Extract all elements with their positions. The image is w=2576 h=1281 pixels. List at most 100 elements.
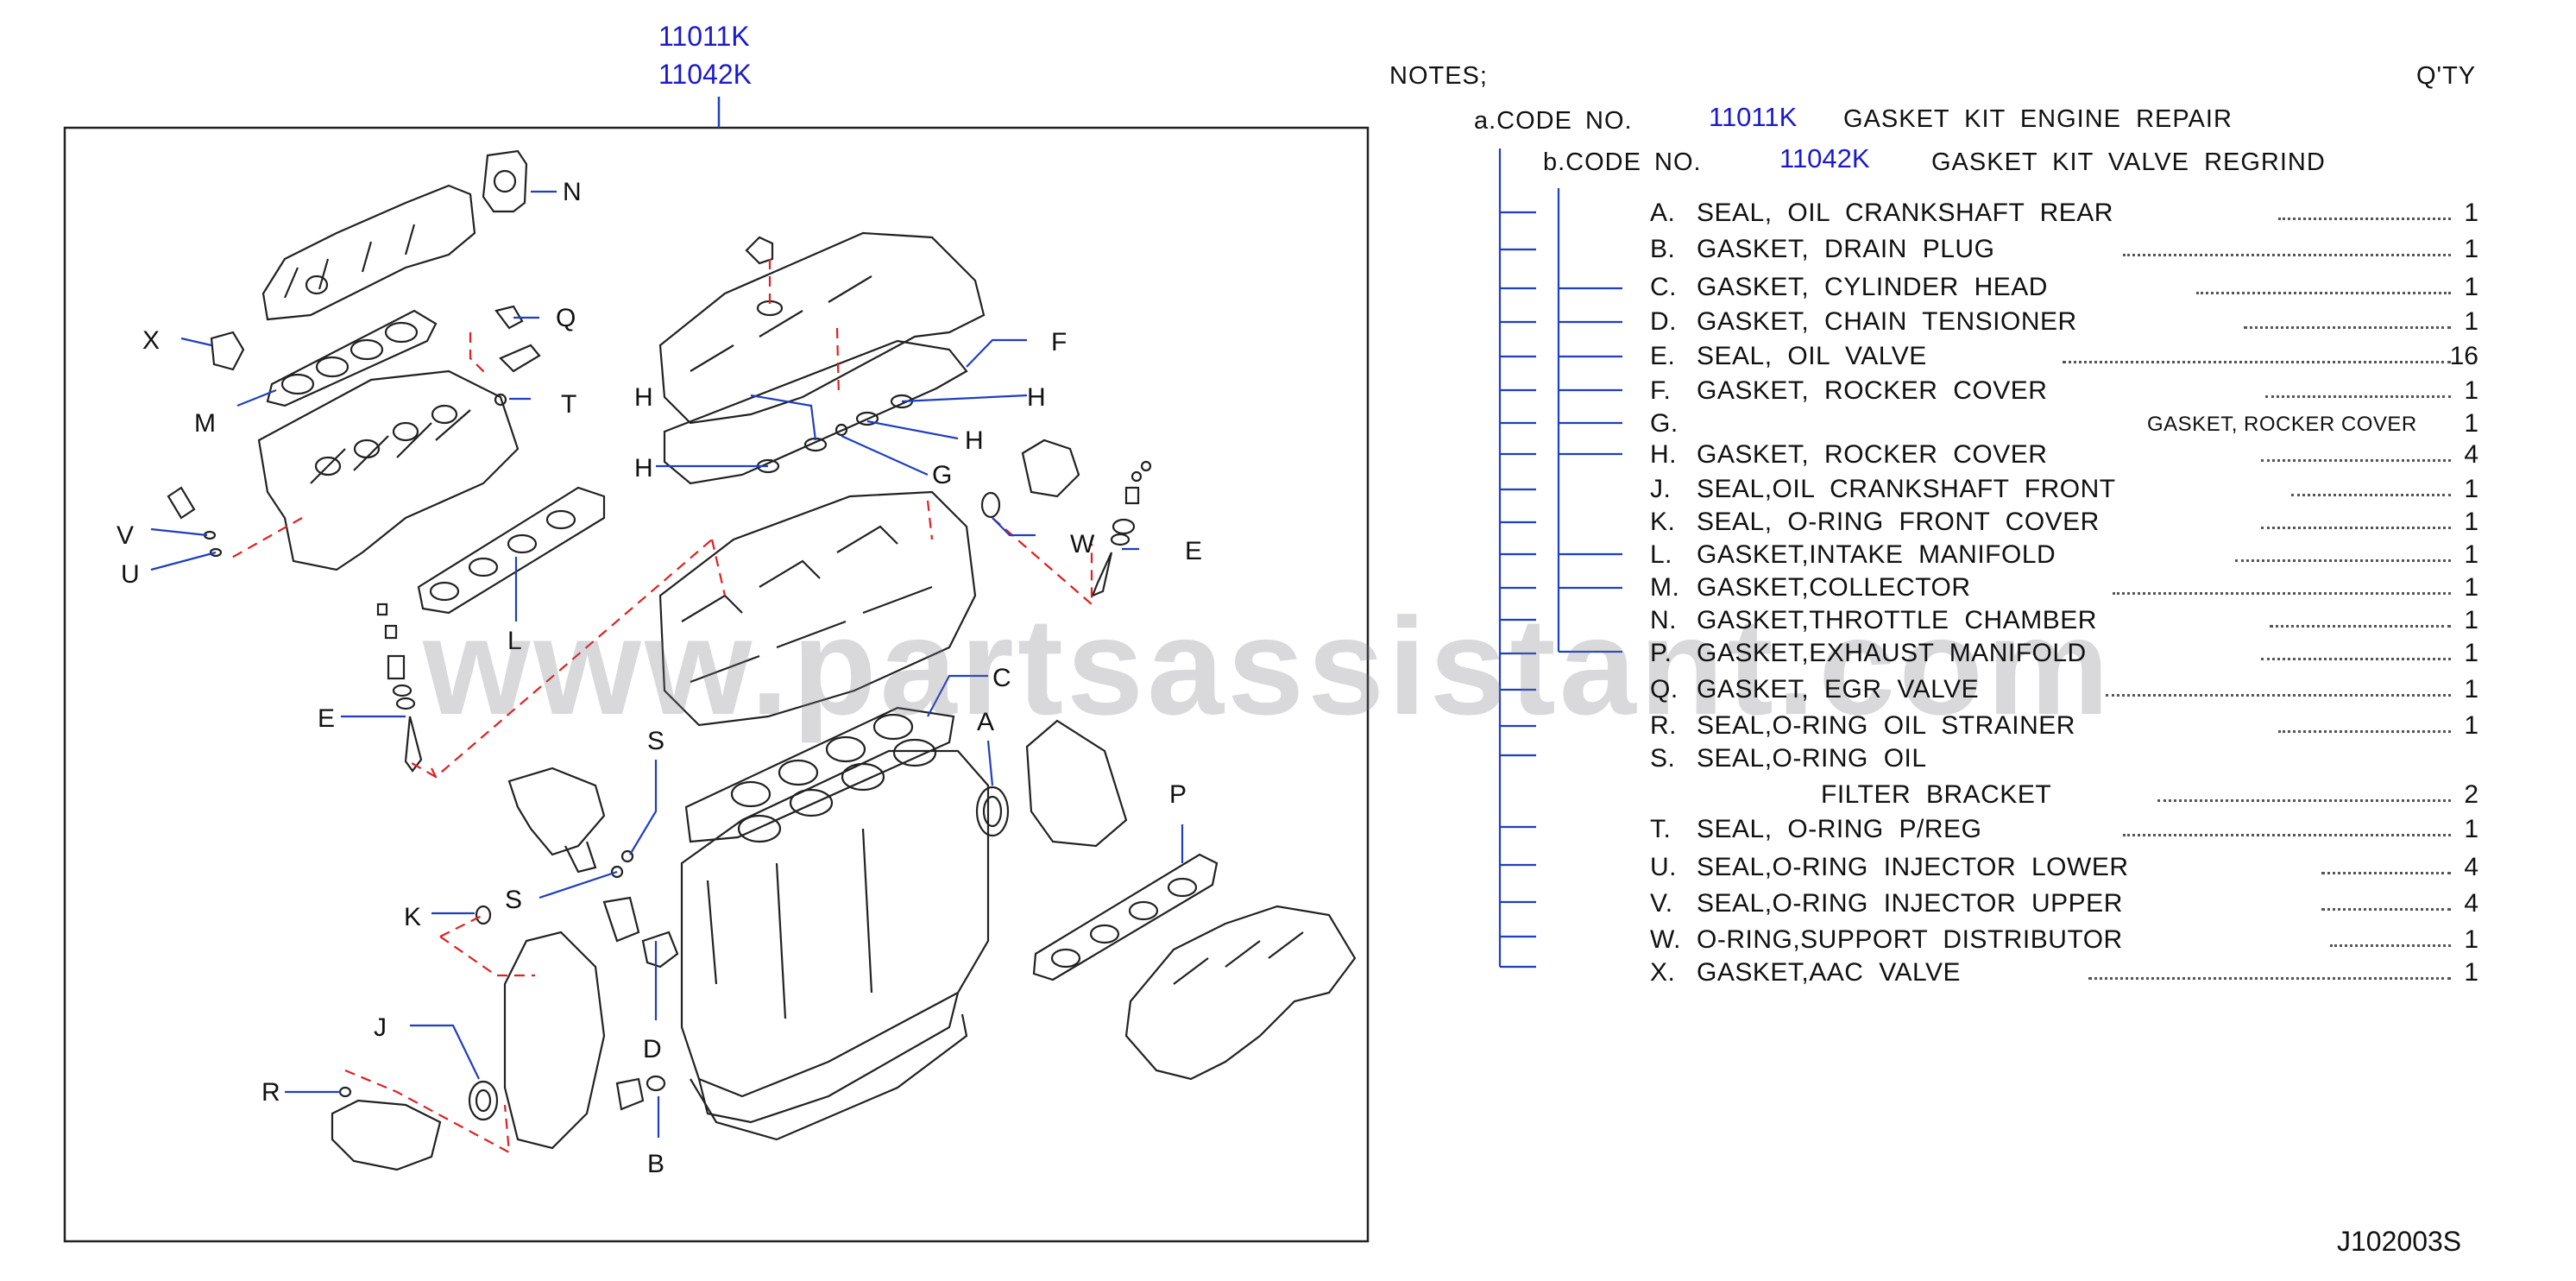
item-name-h: GASKET, ROCKER COVER: [1697, 440, 2048, 469]
collector-gasket-part: [266, 309, 438, 407]
item-letter-e: E.: [1650, 342, 1676, 370]
notes-tree-lines: [1498, 148, 1622, 969]
front-seal-part: [468, 1080, 499, 1121]
code-b-prefix: b.CODE NO.: [1543, 148, 1702, 176]
item-name-d: GASKET, CHAIN TENSIONER: [1697, 307, 2077, 336]
item-name-e: SEAL, OIL VALVE: [1697, 342, 1927, 370]
diagram-frame: [63, 126, 1370, 1243]
chain-tensioner-part: [641, 931, 679, 969]
valve-stack-right: [1091, 460, 1152, 598]
header-code-b[interactable]: 11042K: [658, 59, 752, 90]
callout-g: G: [932, 461, 952, 489]
oil-pan-part: [690, 1013, 968, 1141]
item-letter-s: S.: [1650, 744, 1676, 773]
intake-collector-part: [261, 184, 476, 321]
item-dots-l: [2235, 559, 2451, 562]
item-qty-c: 1: [2464, 273, 2478, 301]
distributor-part: [1021, 439, 1080, 498]
item-dots-f: [2265, 395, 2451, 398]
item-qty-x: 1: [2464, 958, 2478, 987]
callout-c: C: [992, 664, 1011, 692]
item-qty-q: 1: [2464, 675, 2478, 704]
item-letter-t: T.: [1650, 815, 1672, 843]
item-name-x: GASKET,AAC VALVE: [1697, 958, 1961, 987]
oil-strainer-part: [331, 1099, 442, 1171]
inner-branches: [1559, 287, 1622, 653]
exhaust-gasket-part: [1032, 853, 1219, 981]
item-letter-c: C.: [1650, 273, 1677, 301]
callout-a: A: [977, 708, 994, 736]
callout-w: W: [1070, 530, 1095, 558]
callout-b: B: [647, 1150, 664, 1178]
item-letter-a: A.: [1650, 199, 1676, 227]
preg-oring-part: [494, 393, 507, 407]
callout-u: U: [121, 560, 140, 589]
item-qty-r: 1: [2464, 711, 2478, 740]
item-qty-m: 1: [2464, 573, 2478, 602]
callout-n: N: [563, 178, 582, 206]
drain-plug-gasket-part: [646, 1075, 666, 1092]
item-letter-b: B.: [1650, 235, 1676, 263]
item-dots-j: [2291, 494, 2451, 496]
item-qty-h: 4: [2464, 440, 2478, 469]
item-dots-r: [2278, 730, 2451, 733]
item-name-f: GASKET, ROCKER COVER: [1697, 376, 2048, 405]
item-name-n: GASKET,THROTTLE CHAMBER: [1697, 606, 2097, 634]
item-qty-e: 16: [2449, 342, 2478, 370]
item-letter-x: X.: [1650, 958, 1676, 987]
filter-bracket-oring-1: [620, 849, 634, 863]
aac-gasket-part: [210, 331, 245, 371]
item-name-s: SEAL,O-RING OIL: [1697, 744, 1927, 773]
oil-cap-part: [745, 236, 774, 265]
code-a-link[interactable]: 11011K: [1709, 102, 1798, 132]
item-letter-f: F.: [1650, 376, 1672, 405]
exhaust-manifold-part: [1124, 905, 1357, 1081]
item-name-u: SEAL,O-RING INJECTOR LOWER: [1697, 853, 2129, 881]
rocker-cover-part: [658, 231, 986, 425]
filter-bracket-neck: [564, 841, 597, 874]
item-name-q: GASKET, EGR VALVE: [1697, 675, 1980, 704]
throttle-gasket-part: [482, 149, 528, 213]
code-b-link[interactable]: 11042K: [1779, 143, 1870, 174]
code-a-prefix: a.CODE NO.: [1474, 107, 1633, 135]
item-name-v: SEAL,O-RING INJECTOR UPPER: [1697, 889, 2123, 918]
item-dots-h: [2261, 459, 2451, 462]
item-dots-s: [2157, 799, 2451, 802]
filter-bracket-part: [507, 767, 606, 856]
item-dots-m: [2113, 592, 2451, 595]
item-dots-b: [2123, 254, 2451, 256]
item-name-c: GASKET, CYLINDER HEAD: [1697, 273, 2048, 301]
callout-x: X: [142, 326, 160, 355]
item-name-w: O-RING,SUPPORT DISTRIBUTOR: [1697, 925, 2123, 954]
rear-seal-inner: [982, 795, 1003, 828]
callout-d: D: [643, 1035, 662, 1063]
distributor-oring-part: [980, 491, 1001, 519]
front-cover-oring: [475, 905, 492, 925]
leader-lines: [150, 190, 1184, 1138]
item-letter-l: L.: [1650, 540, 1673, 569]
callout-h-2: H: [1027, 383, 1046, 412]
code-b-description: GASKET KIT VALVE REGRIND: [1931, 148, 2326, 176]
item-note-g: GASKET, ROCKER COVER: [2147, 413, 2417, 436]
item-qty-a: 1: [2464, 199, 2478, 227]
item-dots-k: [2261, 527, 2451, 529]
item-name-s-continued: FILTER BRACKET: [1821, 780, 2052, 809]
item-qty-d: 1: [2464, 307, 2478, 336]
header-code-a[interactable]: 11011K: [658, 21, 750, 52]
callout-s-2: S: [505, 886, 522, 914]
item-qty-f: 1: [2464, 376, 2478, 405]
item-name-j: SEAL,OIL CRANKSHAFT FRONT: [1697, 475, 2116, 503]
front-cover-part: [503, 931, 606, 1150]
item-qty-t: 1: [2464, 815, 2478, 843]
cylinder-block-part: [680, 738, 990, 1124]
egr-gasket-part: [494, 305, 524, 330]
item-qty-g: 1: [2464, 409, 2478, 438]
item-letter-u: U.: [1650, 853, 1677, 881]
callout-h-4: H: [634, 454, 653, 483]
filter-adapter-part: [602, 896, 640, 943]
callout-v: V: [117, 521, 134, 550]
callout-j: J: [374, 1013, 387, 1042]
watermark: www.partsassistant.com: [423, 589, 2113, 743]
item-dots-u: [2321, 872, 2451, 874]
callout-t: T: [561, 390, 576, 419]
